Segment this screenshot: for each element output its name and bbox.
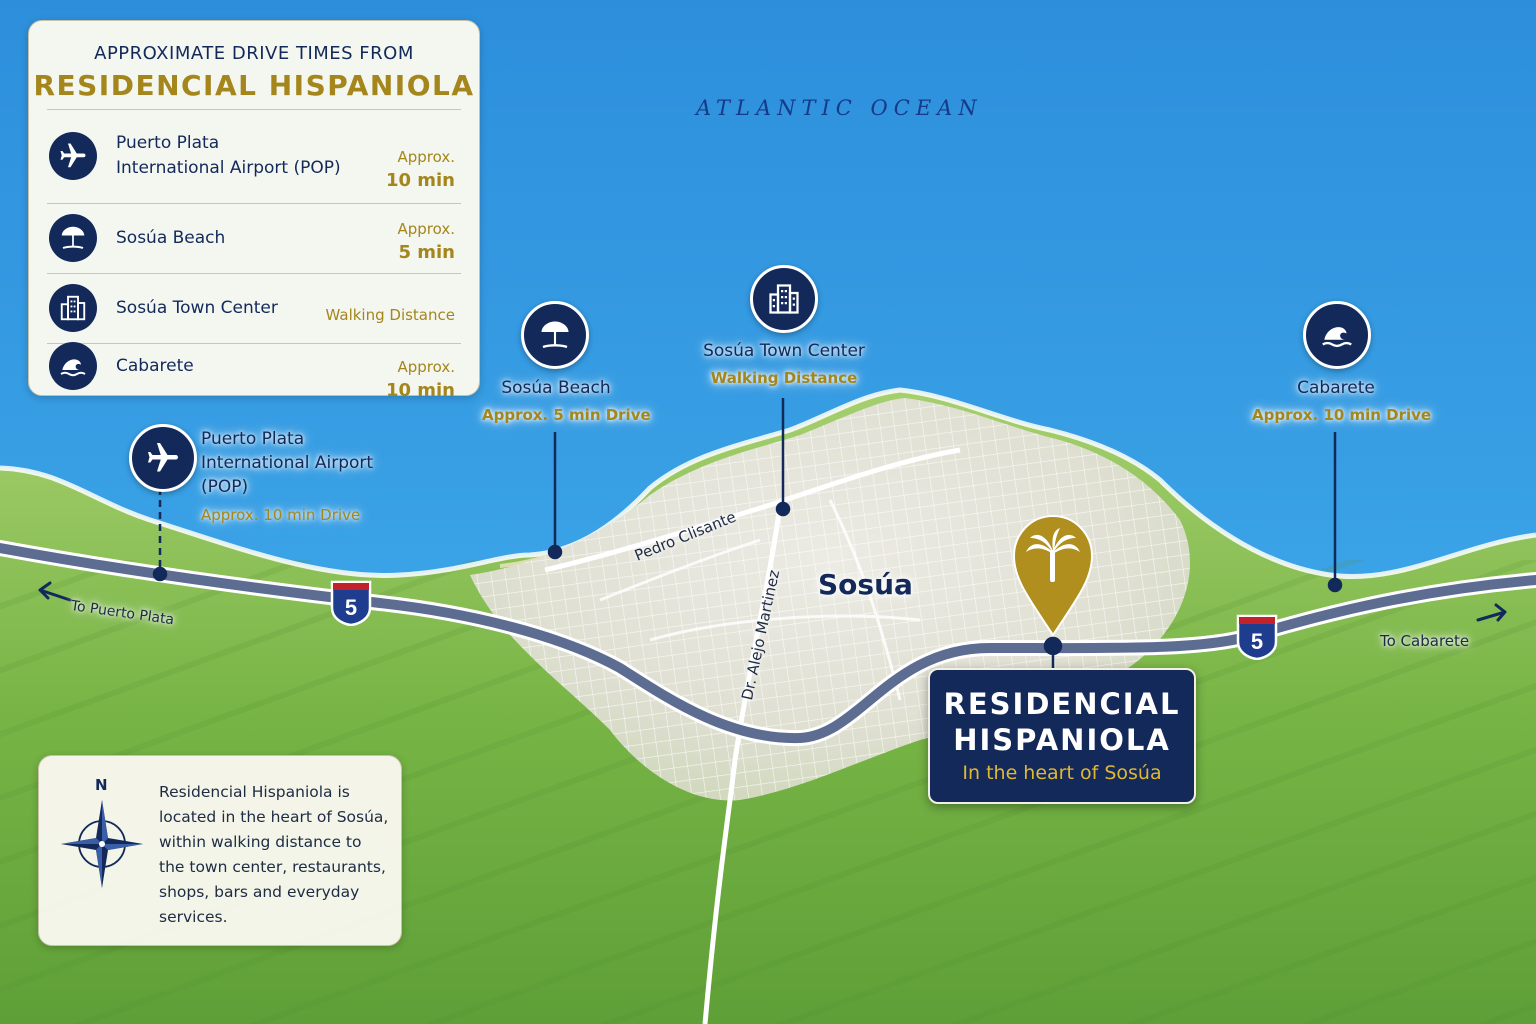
wave-icon	[1322, 327, 1352, 348]
legend-row-airport[interactable]: Puerto Plata International Airport (POP)…	[29, 109, 479, 203]
compass-north-label: N	[95, 776, 108, 794]
legend-row-label: Walking Distance	[325, 306, 455, 324]
town-center-poi-name: Sosúa Town Center	[703, 341, 865, 361]
compass-rose-icon	[61, 800, 143, 888]
coastline-surf	[0, 387, 1536, 580]
town-center-poi-marker[interactable]	[750, 265, 818, 333]
ocean-label: ATLANTIC OCEAN	[696, 96, 983, 120]
cabarete-poi-marker[interactable]	[1303, 301, 1371, 369]
legend-row-name: Puerto Plata International Airport (POP)	[116, 133, 341, 178]
legend-row-cabarete[interactable]: Cabarete Approx. 10 min	[29, 333, 479, 401]
airplane-icon	[148, 443, 178, 472]
palm-tree-icon	[1026, 528, 1080, 582]
legend-row-label: Approx.	[397, 220, 455, 238]
beach-marker-dot	[547, 544, 563, 560]
town-center-poi-distance: Walking Distance	[710, 369, 858, 387]
airport-marker-dot	[152, 566, 168, 582]
divider	[47, 203, 461, 204]
legend-row-value: 10 min	[385, 170, 455, 191]
divider	[47, 273, 461, 274]
location-description: Residencial Hispaniola is located in the…	[159, 783, 389, 926]
beach-umbrella-icon	[541, 321, 569, 349]
beach-poi-marker[interactable]	[521, 301, 589, 369]
divider	[47, 109, 461, 110]
destination-title: RESIDENCIAL HISPANIOLA	[943, 687, 1181, 757]
cabarete-poi-drive-time: Approx. 10 min Drive	[1252, 406, 1432, 424]
street-secondary	[599, 499, 921, 701]
drive-times-legend: APPROXIMATE DRIVE TIMES FROM RESIDENCIAL…	[28, 20, 480, 401]
cabarete-marker-dot	[1327, 577, 1343, 593]
location-info-panel: N Residencial Hispaniola is located in t…	[38, 755, 402, 946]
destination-pin-icon[interactable]	[1012, 514, 1094, 637]
highway-shield: 5	[1236, 614, 1278, 660]
airport-poi-name: Puerto Plata International Airport (POP)	[201, 429, 374, 497]
destination-subtitle: In the heart of Sosúa	[962, 762, 1162, 784]
beach-umbrella-icon	[49, 214, 97, 262]
legend-row-town-center[interactable]: Sosúa Town Center Walking Distance	[29, 273, 479, 343]
wave-icon	[49, 342, 97, 390]
west-arrow-icon	[38, 581, 72, 602]
highway-shield-number: 5	[1251, 629, 1263, 654]
airplane-icon	[49, 132, 97, 180]
road-label-to-cabarete: To Cabarete	[1380, 632, 1470, 650]
legend-subtitle: RESIDENCIAL HISPANIOLA	[33, 69, 475, 102]
east-arrow-icon	[1476, 603, 1507, 622]
legend-row-name: Sosúa Town Center	[116, 298, 278, 318]
legend-title: APPROXIMATE DRIVE TIMES FROM	[94, 43, 414, 64]
legend-row-label: Approx.	[397, 358, 455, 376]
city-label: Sosúa	[818, 568, 913, 601]
destination-marker-dot	[1043, 636, 1063, 656]
buildings-icon	[769, 284, 799, 314]
highway-shield-number: 5	[345, 595, 357, 620]
town-marker-dot	[775, 501, 791, 517]
street-pedro-clisante	[544, 447, 961, 573]
street-alejo-martinez	[702, 504, 783, 1024]
legend-row-value: 5 min	[398, 242, 455, 263]
beach-poi-drive-time: Approx. 5 min Drive	[482, 406, 651, 424]
airport-poi-drive-time: Approx. 10 min Drive	[201, 506, 361, 524]
cabarete-poi-name: Cabarete	[1297, 378, 1375, 398]
legend-row-value: 10 min	[385, 380, 455, 401]
highway-shield: 5	[330, 580, 372, 626]
airport-poi-marker[interactable]	[129, 424, 197, 492]
legend-row-name: Sosúa Beach	[116, 228, 226, 248]
legend-row-beach[interactable]: Sosúa Beach Approx. 5 min	[29, 203, 479, 273]
legend-row-name: Cabarete	[116, 356, 194, 376]
divider	[47, 343, 461, 344]
legend-row-label: Approx.	[397, 148, 455, 166]
destination-card[interactable]: RESIDENCIAL HISPANIOLA In the heart of S…	[928, 668, 1196, 804]
buildings-icon	[49, 284, 97, 332]
beach-poi-name: Sosúa Beach	[501, 378, 611, 398]
